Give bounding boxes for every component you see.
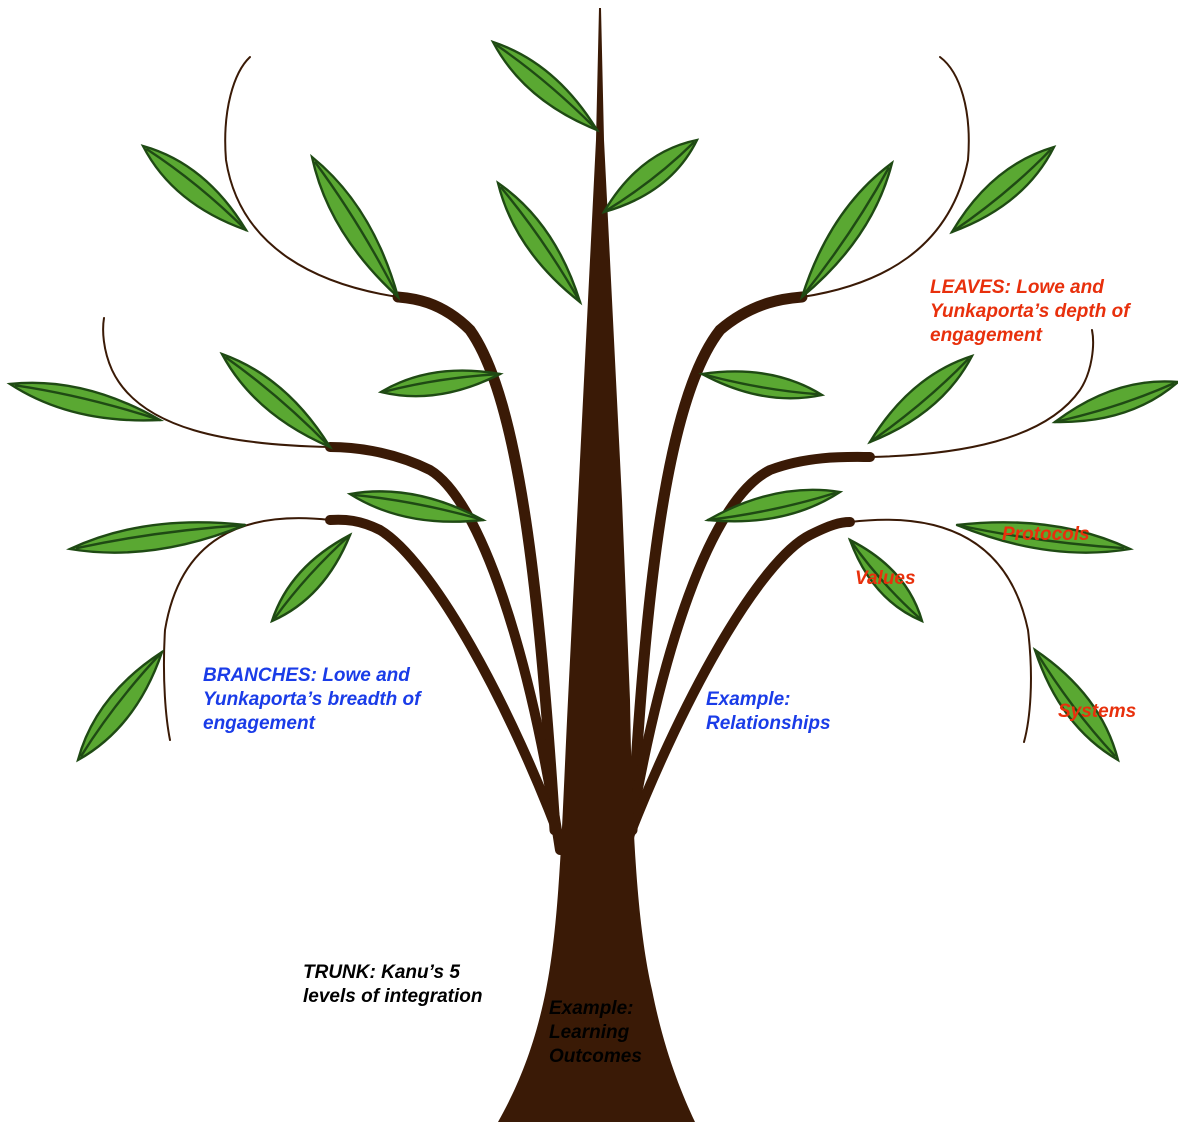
branch-example-line-2: Relationships	[706, 713, 831, 734]
leaf-body	[270, 532, 353, 624]
leaf-vein	[800, 167, 890, 299]
leaf-body	[490, 39, 600, 133]
leaf-3	[496, 180, 583, 306]
leaf-body	[76, 649, 165, 763]
leaf-21	[1032, 647, 1120, 763]
leaf-vein	[950, 149, 1052, 234]
leaf-body	[799, 160, 894, 301]
leaves-heading: LEAVES: Lowe and Yunkaporta’s depth of e…	[930, 276, 1130, 348]
leaf-vein	[602, 141, 695, 214]
leaf-4	[310, 153, 401, 301]
thin-branches	[102, 56, 1095, 743]
leaf-body	[1051, 380, 1178, 424]
leaf-vein	[500, 186, 582, 304]
leaf-6	[377, 369, 504, 398]
leaf-vein	[314, 161, 400, 299]
thick-branches	[325, 291, 875, 865]
leaf-vein	[145, 148, 248, 232]
leaf-vein	[706, 491, 836, 522]
leaves-heading-line-3: engagement	[930, 325, 1042, 346]
leaf-body	[847, 537, 924, 624]
branches-heading-line-2: Yunkaporta’s breadth of	[203, 689, 421, 710]
branches-heading: BRANCHES: Lowe and Yunkaporta’s breadth …	[203, 664, 420, 736]
leaf-body	[949, 145, 1057, 235]
leaf-vein	[14, 384, 162, 422]
leaf-15	[698, 370, 826, 400]
leaf-10	[65, 521, 247, 554]
leaf-vein	[354, 493, 485, 522]
leaf-17	[1051, 380, 1178, 424]
branches-heading-line-1: BRANCHES: Lowe and	[203, 665, 410, 686]
leaf-body	[219, 351, 334, 450]
leaf-2	[601, 138, 700, 214]
branches-heading-line-3: engagement	[203, 713, 315, 734]
leaf-vein	[868, 358, 970, 444]
leaves-heading-line-2: Yunkaporta’s depth of	[930, 301, 1130, 322]
leaf-16	[867, 353, 975, 445]
leaf-7	[219, 351, 334, 450]
leaf-19	[955, 521, 1134, 554]
leaf-body	[698, 370, 826, 400]
trunk-example: Example: Learning Outcomes	[549, 997, 642, 1069]
leaf-body	[601, 138, 700, 214]
leaf-vein	[273, 533, 352, 619]
leaves-heading-line-1: LEAVES: Lowe and	[930, 277, 1104, 298]
leaf-1	[490, 39, 600, 133]
leaf-body	[6, 381, 165, 422]
leaf-vein	[384, 372, 502, 393]
leaves	[6, 39, 1178, 763]
branch-example-line-1: Example:	[706, 689, 791, 710]
leaf-label-values: Values	[855, 568, 916, 589]
leaf-body	[496, 180, 583, 306]
leaf-label-systems: Systems	[1058, 701, 1137, 722]
leaf-vein	[700, 372, 819, 396]
trunk-heading: TRUNK: Kanu’s 5 levels of integration	[303, 961, 482, 1009]
leaf-14	[949, 145, 1057, 235]
leaf-13	[799, 160, 894, 301]
trunk-heading-line-1: TRUNK: Kanu’s 5	[303, 962, 460, 983]
leaf-11	[270, 532, 353, 624]
leaf-8	[6, 381, 165, 422]
branch-example: Example: Relationships	[706, 688, 831, 736]
leaf-body	[310, 153, 401, 301]
leaf-5	[140, 144, 249, 233]
leaf-body	[1032, 647, 1120, 763]
trunk	[498, 8, 695, 1122]
trunk-example-line-3: Outcomes	[549, 1046, 642, 1067]
leaf-20	[847, 537, 924, 624]
leaf-label-protocols: Protocols	[1002, 524, 1090, 545]
leaf-vein	[955, 523, 1125, 550]
leaf-vein	[75, 523, 247, 550]
leaf-vein	[1053, 382, 1175, 424]
leaf-18	[704, 488, 844, 523]
leaf-body	[140, 144, 249, 233]
leaf-body	[65, 521, 246, 554]
leaf-body	[867, 353, 975, 445]
trunk-example-line-2: Learning	[549, 1022, 630, 1043]
leaf-body	[704, 488, 844, 523]
leaf-vein	[80, 650, 164, 757]
leaf-12	[76, 649, 165, 763]
leaf-vein	[848, 538, 921, 619]
leaf-vein	[495, 44, 599, 132]
trunk-heading-line-2: levels of integration	[303, 986, 483, 1007]
trunk-example-line-1: Example:	[549, 998, 634, 1019]
leaf-9	[346, 490, 487, 523]
leaf-vein	[225, 356, 332, 449]
leaf-vein	[1033, 648, 1116, 757]
